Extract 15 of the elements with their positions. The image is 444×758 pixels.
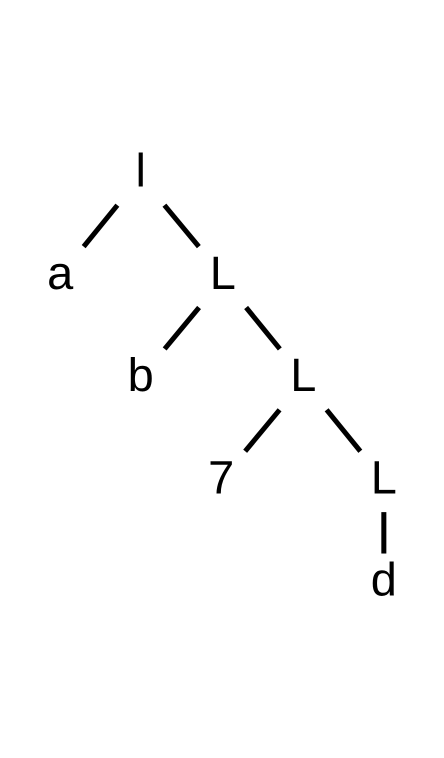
connector — [243, 408, 282, 452]
connector — [162, 305, 201, 350]
connector — [381, 512, 386, 554]
connector — [244, 305, 282, 350]
node-text: L — [210, 245, 236, 298]
node-text: 7 — [208, 450, 234, 503]
connector — [162, 203, 201, 248]
connector — [324, 408, 362, 452]
node-text: l — [135, 142, 146, 196]
node-text: a — [47, 245, 74, 298]
node-text: L — [370, 450, 397, 503]
node-text: d — [370, 552, 397, 606]
node-text: L — [290, 348, 316, 401]
node-text: b — [128, 348, 154, 401]
connector — [82, 203, 120, 248]
